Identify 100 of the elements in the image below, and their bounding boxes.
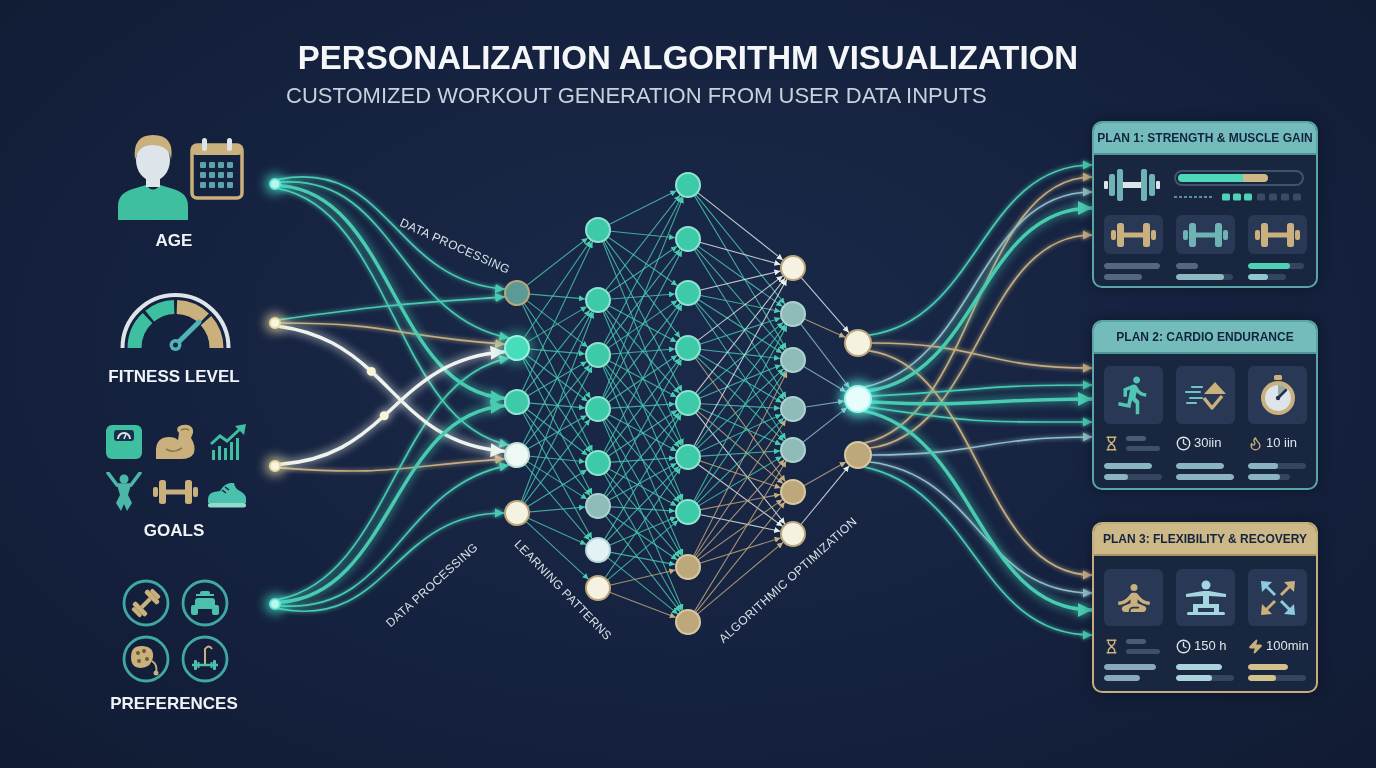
arrow bbox=[523, 240, 592, 338]
arrow bbox=[868, 406, 1093, 427]
arrow bbox=[524, 418, 591, 504]
arrow bbox=[870, 380, 1093, 397]
arrow bbox=[693, 278, 788, 447]
arrow bbox=[610, 401, 676, 409]
neuron bbox=[675, 280, 701, 306]
arrow bbox=[700, 348, 781, 361]
neuron bbox=[504, 280, 530, 306]
arrow bbox=[610, 291, 676, 300]
input-dot bbox=[269, 317, 281, 329]
arrow bbox=[529, 504, 586, 513]
neuron bbox=[780, 479, 806, 505]
input-label: AGE bbox=[155, 231, 193, 251]
arrow bbox=[805, 399, 845, 408]
arrow bbox=[608, 360, 678, 398]
arrow bbox=[695, 194, 786, 305]
arrow bbox=[608, 305, 678, 343]
arrow bbox=[697, 464, 784, 527]
arrow bbox=[696, 302, 785, 400]
arrow bbox=[699, 364, 782, 399]
arrow bbox=[608, 299, 678, 349]
arrow bbox=[605, 515, 681, 613]
arrow bbox=[699, 407, 782, 446]
arrow bbox=[523, 303, 592, 399]
neuron bbox=[780, 347, 806, 373]
arrow bbox=[698, 499, 783, 560]
arrow bbox=[695, 412, 786, 525]
arrow bbox=[278, 346, 507, 466]
arrow bbox=[694, 303, 787, 440]
arrow bbox=[605, 472, 681, 558]
plan-card bbox=[1092, 320, 1318, 490]
plan-heading: PLAN 3: FLEXIBILITY & RECOVERY bbox=[1094, 524, 1316, 556]
arrow bbox=[695, 357, 786, 483]
arrow bbox=[800, 277, 850, 333]
neuron bbox=[675, 226, 701, 252]
arrow bbox=[610, 551, 676, 567]
arrow bbox=[277, 175, 506, 293]
arrow bbox=[608, 468, 678, 507]
neuron bbox=[504, 442, 530, 468]
arrow bbox=[699, 460, 782, 489]
arrow bbox=[700, 403, 781, 411]
arrow bbox=[524, 464, 591, 541]
arrow bbox=[863, 409, 1094, 616]
arrow bbox=[605, 357, 681, 454]
arrow bbox=[524, 411, 591, 497]
arrow bbox=[700, 269, 781, 291]
arrow bbox=[864, 174, 1093, 444]
arrow bbox=[277, 356, 510, 601]
input-label: GOALS bbox=[143, 521, 205, 541]
arrow bbox=[700, 514, 781, 534]
arrow bbox=[278, 324, 507, 457]
arrow bbox=[693, 324, 788, 502]
arrow bbox=[528, 517, 587, 546]
arrow bbox=[610, 455, 676, 463]
arrow bbox=[869, 461, 1093, 597]
arrow bbox=[602, 241, 684, 446]
arrow bbox=[696, 459, 785, 558]
diagram-title: PERSONALIZATION ALGORITHM VISUALIZATION bbox=[297, 40, 1079, 76]
arrow bbox=[521, 311, 595, 502]
arrow bbox=[696, 356, 785, 442]
arrow bbox=[864, 466, 1093, 639]
arrow bbox=[602, 420, 684, 611]
neuron bbox=[585, 493, 611, 519]
arrow bbox=[278, 184, 507, 402]
input-dot bbox=[269, 598, 281, 610]
arrow bbox=[610, 346, 676, 355]
arrow bbox=[529, 348, 586, 357]
arrow bbox=[868, 349, 1093, 579]
neuron bbox=[780, 396, 806, 422]
arrow bbox=[694, 249, 787, 399]
arrow bbox=[610, 506, 676, 514]
arrow bbox=[529, 455, 586, 465]
arrow bbox=[695, 501, 786, 613]
input-dot bbox=[269, 460, 281, 472]
arrow bbox=[868, 161, 1093, 337]
arrow bbox=[697, 321, 784, 396]
neuron bbox=[504, 500, 530, 526]
arrow bbox=[526, 409, 589, 456]
arrow bbox=[695, 323, 786, 448]
arrow bbox=[699, 317, 782, 345]
arrow bbox=[278, 401, 507, 604]
arrow bbox=[871, 432, 1093, 456]
duration-text: 30iin bbox=[1194, 435, 1222, 451]
arrow bbox=[605, 302, 681, 400]
arrow bbox=[698, 456, 783, 506]
arrow bbox=[609, 592, 677, 619]
arrow bbox=[695, 277, 786, 394]
arrow bbox=[694, 370, 787, 502]
arrow bbox=[695, 248, 786, 351]
arrow bbox=[279, 463, 510, 607]
neuron bbox=[585, 396, 611, 422]
neuron bbox=[675, 554, 701, 580]
neuron bbox=[675, 499, 701, 525]
arrow bbox=[277, 187, 510, 447]
arrow bbox=[608, 462, 678, 501]
arrow bbox=[606, 465, 680, 542]
arrow bbox=[698, 246, 783, 307]
neuron bbox=[675, 172, 701, 198]
arrow bbox=[603, 473, 683, 612]
